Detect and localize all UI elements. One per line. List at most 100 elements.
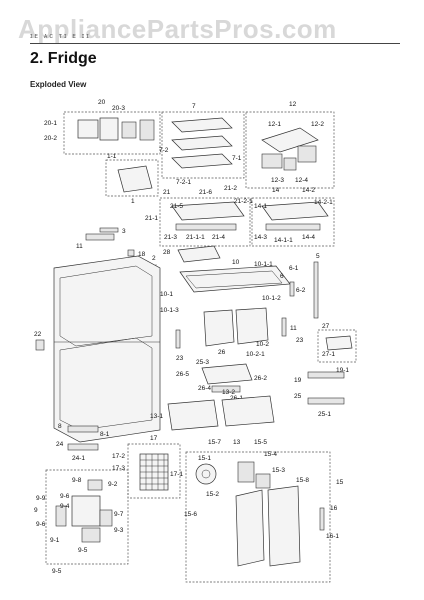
group-1 — [105, 159, 159, 197]
part-5 — [313, 261, 319, 319]
label-24: 24 — [56, 441, 64, 448]
part-20-3 — [121, 121, 137, 139]
part-21-glass — [171, 201, 245, 221]
part-15-4 — [237, 461, 255, 483]
part-16 — [319, 507, 325, 531]
part-13-1 — [167, 399, 219, 431]
cabinet-upper-cavity — [59, 265, 153, 347]
label-20-2: 20-2 — [44, 135, 57, 142]
label-14-2-1: 14-2-1 — [314, 199, 333, 206]
label-14-4: 14-4 — [302, 234, 315, 241]
label-10-2-1: 10-2-1 — [246, 351, 265, 358]
label-9-9: 9-9 — [36, 495, 46, 502]
box-7 — [161, 111, 245, 179]
label-9-2: 9-2 — [108, 481, 118, 488]
part-15-fan — [195, 463, 217, 485]
group-27 — [317, 329, 357, 363]
label-16-1: 16-1 — [326, 533, 339, 540]
label-20-3: 20-3 — [112, 105, 125, 112]
grille-mesh — [140, 454, 168, 490]
label-9-4: 9-4 — [60, 503, 70, 510]
label-21-3: 21-3 — [164, 234, 177, 241]
header-bar-text: ɪᴇ ᴀᴄ ᴛɪ ᴇ ɪɪ — [30, 33, 91, 40]
part-14-glass — [261, 201, 329, 221]
label-19-1: 19-1 — [336, 367, 349, 374]
part-18 — [127, 249, 135, 257]
section-title: 2. Fridge — [30, 50, 97, 67]
label-7-2-1: 7-2-1 — [176, 179, 192, 186]
label-12-1: 12-1 — [268, 121, 281, 128]
box-17 — [127, 443, 181, 499]
part-15-2 — [235, 489, 265, 567]
label-24-1: 24-1 — [72, 455, 85, 462]
label-11: 11 — [76, 243, 83, 250]
label-13-1: 13-1 — [150, 413, 163, 420]
label-26-4: 26-4 — [198, 385, 211, 392]
group-7 — [161, 111, 245, 179]
label-12-3: 12-3 — [271, 177, 284, 184]
label-21-2: 21-2 — [224, 185, 237, 192]
label-6: 6 — [280, 273, 284, 280]
box-27 — [317, 329, 357, 363]
label-28: 28 — [163, 249, 171, 256]
label-14-1: 14-1 — [254, 203, 267, 210]
label-9-5: 9-5 — [78, 547, 88, 554]
label-25: 25 — [294, 393, 302, 400]
part-12-3 — [261, 153, 283, 169]
label-17: 17 — [150, 435, 158, 442]
label-8-1: 8-1 — [100, 431, 110, 438]
label-10-1: 10-1 — [160, 291, 173, 298]
group-20 — [63, 111, 161, 155]
label-21-5: 21-5 — [170, 203, 183, 210]
label-9: 9 — [34, 507, 38, 514]
label-9-1: 9-1 — [50, 537, 60, 544]
label-9-7: 9-7 — [114, 511, 124, 518]
part-8-1 — [67, 425, 99, 433]
part-13-2 — [221, 395, 275, 427]
label-15-2: 15-2 — [206, 491, 219, 498]
label-10-1-3: 10-1-3 — [160, 307, 179, 314]
label-14: 14 — [272, 187, 280, 194]
label-14-1-1: 14-1-1 — [274, 237, 293, 244]
label-13-2: 13-2 — [222, 389, 235, 396]
label-15-5: 15-5 — [254, 439, 267, 446]
label-17-1: 17-1 — [170, 471, 183, 478]
part-7-shelf-top — [171, 117, 233, 133]
part-19-1 — [307, 371, 345, 379]
label-15-8: 15-8 — [296, 477, 309, 484]
part-12-1 — [261, 127, 319, 153]
label-10-1-1: 10-1-1 — [254, 261, 273, 268]
part-14-frame — [265, 223, 321, 231]
label-26-2: 26-2 — [254, 375, 267, 382]
label-2: 2 — [152, 255, 156, 262]
part-10-inner — [185, 270, 283, 289]
label-21-6: 21-6 — [199, 189, 212, 196]
label-15-1: 15-1 — [198, 455, 211, 462]
label-21-2-1: 21-2-1 — [234, 198, 253, 205]
label-1-1: 1-1 — [107, 153, 117, 160]
header-bar: ɪᴇ ᴀᴄ ᴛɪ ᴇ ɪɪ — [30, 33, 400, 44]
box-1 — [105, 159, 159, 197]
part-20 — [99, 117, 119, 141]
label-6-2: 6-2 — [296, 287, 306, 294]
part-9-3 — [81, 527, 101, 543]
label-20-1: 20-1 — [44, 120, 57, 127]
label-15-7: 15-7 — [208, 439, 221, 446]
cabinet-body — [53, 255, 161, 443]
part-20-1 — [77, 119, 99, 139]
label-7-2: 7-2 — [159, 147, 169, 154]
label-9-5-bottom: 9-5 — [52, 568, 62, 575]
label-17-2: 17-2 — [112, 453, 125, 460]
label-19: 19 — [294, 377, 302, 384]
label-9-6-top: 9-6 — [60, 493, 70, 500]
group-15 — [185, 451, 331, 583]
label-12-4: 12-4 — [295, 177, 308, 184]
part-22 — [35, 339, 45, 351]
group-13 — [167, 395, 275, 431]
part-9-6 — [55, 505, 67, 527]
part-12-4 — [283, 157, 297, 171]
label-7: 7 — [192, 103, 196, 110]
group-26 — [203, 307, 269, 347]
label-21-1-1: 21-1-1 — [186, 234, 205, 241]
part-9-9 — [87, 479, 103, 491]
